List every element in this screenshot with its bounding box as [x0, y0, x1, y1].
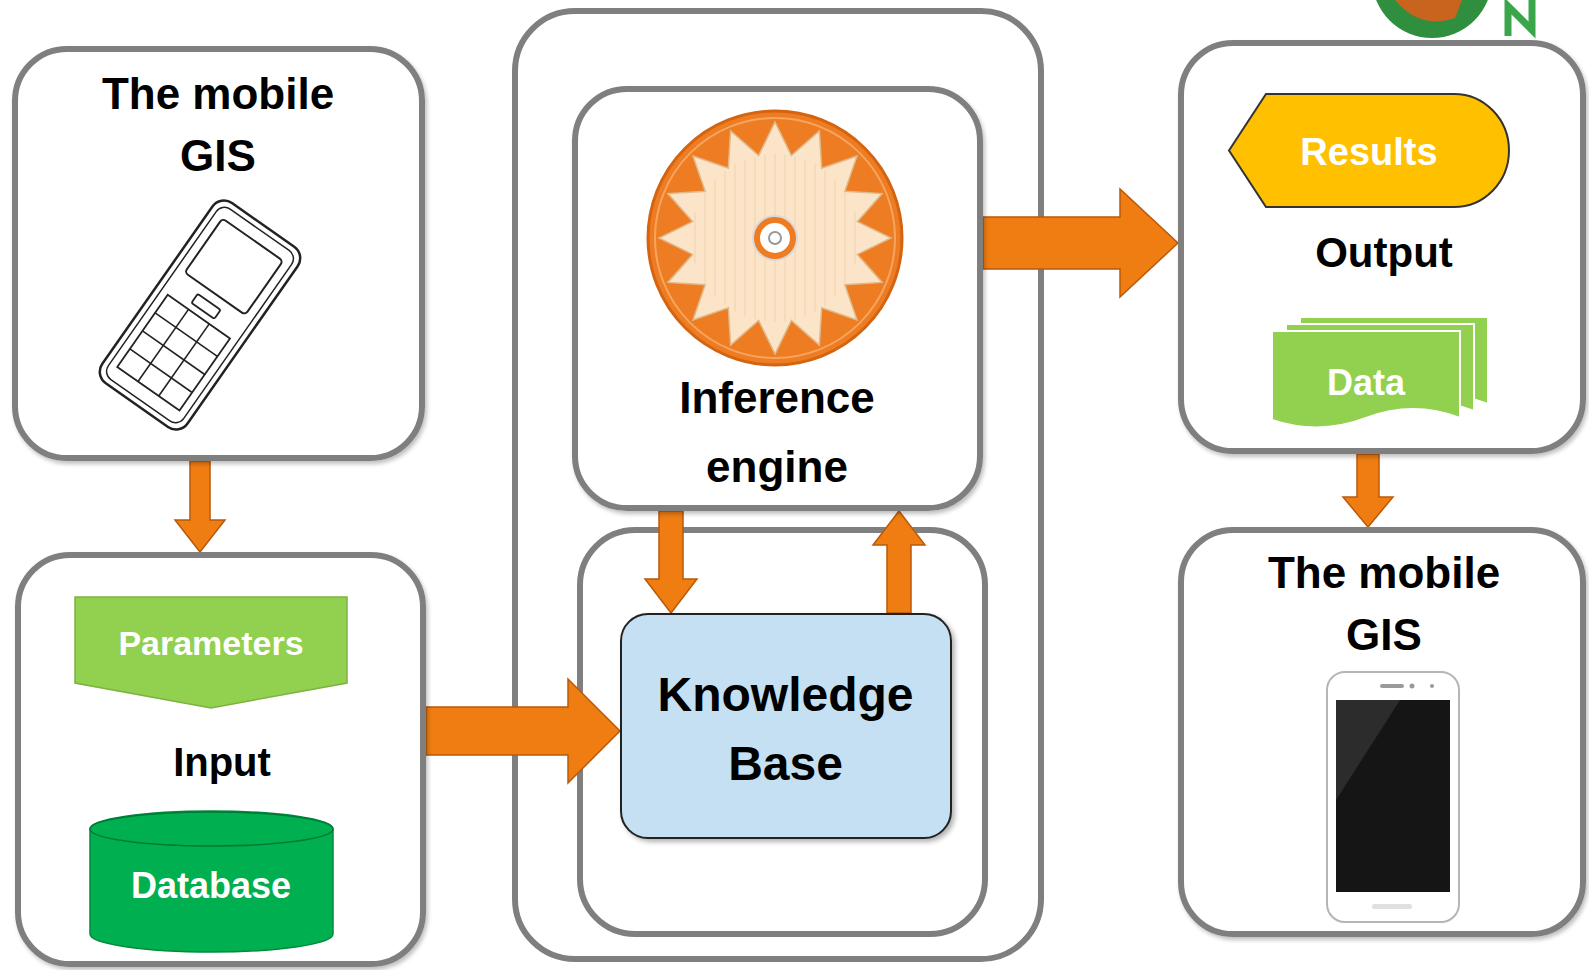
display-outline	[1229, 94, 1509, 207]
database-cylinder: Database	[89, 811, 334, 952]
smartphone-sensor	[1430, 684, 1434, 688]
gear-stripe	[725, 171, 726, 306]
smartphone-body	[1327, 672, 1459, 922]
smartphone-gloss	[1336, 700, 1400, 800]
gear-stripe	[715, 179, 716, 297]
flow-arrow	[873, 511, 925, 613]
gear-stripe	[805, 160, 806, 317]
keypad-line	[130, 349, 192, 393]
node-label: Input	[173, 738, 271, 786]
knowledge-box: Knowledge Base	[620, 613, 952, 839]
flow-arrow	[175, 461, 225, 552]
device-box: The mobile GIS	[1178, 527, 1586, 937]
gear-stripe	[745, 160, 746, 317]
logo-disc	[1372, 0, 1492, 38]
smartphone-camera	[1410, 684, 1415, 689]
phone-rim	[103, 203, 298, 426]
gear-stripe	[695, 212, 696, 263]
phone-body	[94, 195, 305, 435]
engine-container	[515, 11, 1041, 959]
flow-arrow	[983, 189, 1178, 297]
document-sheet	[1272, 331, 1460, 428]
keypad-line	[142, 331, 204, 375]
flow-arrow	[426, 679, 620, 783]
gear-hub-dot	[769, 232, 781, 244]
parameters-shape: Parameters	[74, 596, 348, 709]
logo-patch	[1395, 0, 1462, 21]
inference-gear	[648, 111, 902, 365]
gear-ring	[655, 118, 895, 358]
node-label: Results	[1300, 130, 1437, 174]
keypad-line	[155, 313, 217, 357]
output-box: Output ResultsData	[1178, 40, 1586, 454]
node-label: Parameters	[118, 623, 303, 663]
gear-stripe	[825, 171, 826, 306]
phone-keypad	[117, 295, 230, 411]
flow-arrow	[1343, 454, 1393, 527]
node-label: Inference engine	[627, 363, 927, 501]
smartphone	[1327, 672, 1459, 922]
input-box: Input ParametersDatabase	[15, 552, 426, 967]
knowledge-frame	[580, 530, 985, 934]
logo	[1372, 0, 1532, 38]
gear-stripe	[835, 179, 836, 297]
node-label: Knowledge Base	[636, 660, 936, 798]
inference-box: Inference engine	[572, 86, 983, 511]
smartphone-speaker	[1380, 684, 1404, 688]
node-label: Database	[131, 865, 291, 907]
gear-hub-ring	[757, 220, 793, 256]
node-label: Output	[1315, 229, 1453, 277]
gear-star	[659, 122, 891, 354]
device-box: The mobile GIS	[12, 46, 425, 461]
smartphone-button	[1372, 904, 1412, 909]
flow-arrow	[645, 511, 697, 613]
gear-stripe	[705, 192, 706, 285]
smartphone-screen	[1336, 700, 1450, 892]
data-documents: Data	[1271, 316, 1491, 431]
gear-hub	[752, 215, 798, 261]
keypad-frame	[117, 295, 230, 411]
gear-stripe	[735, 164, 736, 312]
logo-mark	[1508, 0, 1532, 36]
node-label: The mobile GIS	[63, 63, 373, 187]
gear-stripe	[855, 212, 856, 263]
node-label: The mobile GIS	[1229, 542, 1539, 666]
feature-phone	[94, 195, 305, 435]
node-label: Data	[1327, 362, 1405, 404]
cylinder-body	[90, 811, 333, 952]
gear-stripe	[815, 164, 816, 312]
gear-stripes	[695, 154, 855, 322]
gear-disc	[648, 111, 902, 365]
parameters-outline	[75, 597, 347, 708]
cylinder-top	[90, 812, 333, 846]
gear-stripe	[845, 192, 846, 285]
results-shape: Results	[1228, 93, 1510, 208]
